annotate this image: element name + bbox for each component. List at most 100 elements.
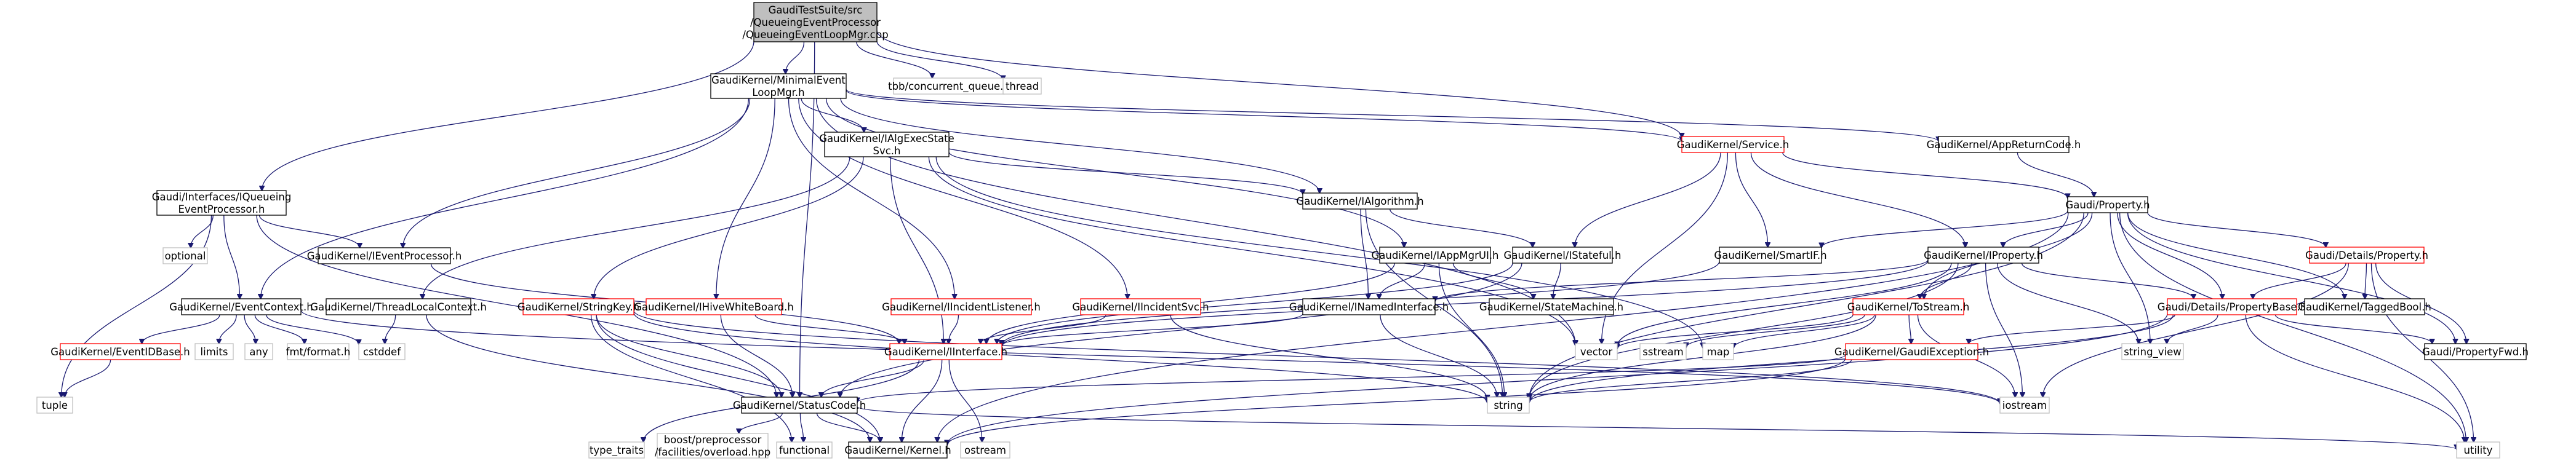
node-iinterface[interactable]: GaudiKernel/IInterface.h <box>884 343 1007 360</box>
node-tuple: tuple <box>36 397 73 414</box>
node-ialg[interactable]: GaudiKernel/IAlgorithm.h <box>1296 192 1424 210</box>
node-label-boostpp-line-1: /facilities/overload.hpp <box>655 446 770 458</box>
edge-iqueue-to-statuscode <box>256 215 777 397</box>
node-box-appret <box>1938 136 2070 153</box>
node-label-statemachine-line-0: GaudiKernel/StateMachine.h <box>1479 301 1623 313</box>
node-gaudiexc[interactable]: GaudiKernel/GaudiException.h <box>1834 343 1989 360</box>
edge-statuscode-to-boostpp <box>739 413 783 433</box>
node-propfwd[interactable]: Gaudi/PropertyFwd.h <box>2422 343 2529 360</box>
node-box-statemachine <box>1489 298 1614 315</box>
node-box-utility <box>2456 441 2500 459</box>
node-box-tlctx <box>326 298 471 315</box>
node-iinclistener[interactable]: GaudiKernel/IIncidentListener.h <box>882 298 1041 315</box>
node-box-taggedbool <box>2304 298 2425 315</box>
node-box-vector <box>1575 343 1618 360</box>
node-label-stringkey-line-0: GaudiKernel/StringKey.h <box>518 301 639 313</box>
node-ihive[interactable]: GaudiKernel/IHiveWhiteBoard.h <box>634 298 794 315</box>
edge-evidbase-to-tuple <box>65 359 111 397</box>
node-inamed[interactable]: GaudiKernel/INamedInterface.h <box>1289 298 1449 315</box>
node-label-iproperty-line-0: GaudiKernel/IProperty.h <box>1924 250 2043 261</box>
node-label-statuscode-line-0: GaudiKernel/StatusCode.h <box>733 400 866 411</box>
node-ievproc[interactable]: GaudiKernel/IEventProcessor.h <box>307 247 462 264</box>
node-iqueue[interactable]: Gaudi/Interfaces/IQueueingEventProcessor… <box>152 190 292 216</box>
edge-iproperty-to-propbase <box>2021 263 2194 299</box>
node-box-cstddef <box>358 343 406 360</box>
edge-service-to-smartif <box>1735 152 1767 247</box>
edge-gprop-to-taggedbool <box>2127 212 2345 299</box>
node-label-root-line-0: GaudiTestSuite/src <box>769 4 863 16</box>
edge-gprop-to-stringview <box>2110 212 2150 344</box>
node-label-service-line-0: GaudiKernel/Service.h <box>1677 139 1790 151</box>
edge-detailsprop-to-taggedbool <box>2365 263 2367 299</box>
node-thread: thread <box>1002 77 1042 95</box>
node-box-iappmgrui <box>1379 247 1491 264</box>
node-label-boostpp-line-0: boost/preprocessor <box>664 434 762 446</box>
node-label-propbase-line-0: Gaudi/Details/PropertyBase.h <box>2158 301 2306 313</box>
node-evidbase[interactable]: GaudiKernel/EventIDBase.h <box>50 343 190 360</box>
node-tlctx[interactable]: GaudiKernel/ThreadLocalContext.h <box>310 298 487 315</box>
edge-gprop-to-string <box>1529 212 2084 398</box>
node-statuscode[interactable]: GaudiKernel/StatusCode.h <box>733 397 866 414</box>
edge-minimal-to-ihive <box>716 98 775 299</box>
node-label-stringview-line-0: string_view <box>2124 346 2182 358</box>
node-utility: utility <box>2456 441 2500 459</box>
node-label-ievproc-line-0: GaudiKernel/IEventProcessor.h <box>307 250 462 262</box>
node-statemachine[interactable]: GaudiKernel/StateMachine.h <box>1479 298 1623 315</box>
node-label-kernel-line-0: GaudiKernel/Kernel.h <box>844 444 951 456</box>
node-label-istateful-line-0: GaudiKernel/IStateful.h <box>1504 250 1622 261</box>
node-label-propfwd-line-0: Gaudi/PropertyFwd.h <box>2422 346 2529 358</box>
node-boostpp: boost/preprocessor/facilities/overload.h… <box>655 433 770 459</box>
node-box-stringkey <box>522 298 634 315</box>
node-smartif[interactable]: GaudiKernel/SmartIF.h <box>1714 247 1827 264</box>
node-box-detailsprop <box>2309 247 2425 264</box>
node-string: string <box>1487 397 1530 414</box>
node-box-thread <box>1002 77 1042 95</box>
node-stringkey[interactable]: GaudiKernel/StringKey.h <box>518 298 639 315</box>
node-box-gprop <box>2067 196 2148 213</box>
edge-root-to-service <box>876 30 1682 138</box>
node-iincsvc[interactable]: GaudiKernel/IIncidentSvc.h <box>1072 298 1209 315</box>
edge-gaudiexc-to-statuscode <box>857 354 1846 402</box>
edge-iproperty-to-iostream <box>1985 263 2023 397</box>
edge-propbase-to-propfwd <box>2274 314 2432 344</box>
node-label-ialgexec-line-1: Svc.h <box>873 145 900 157</box>
node-label-ialgexec-line-0: GaudiKernel/IAlgExecState <box>819 133 954 144</box>
node-istateful[interactable]: GaudiKernel/IStateful.h <box>1504 247 1622 264</box>
node-appret[interactable]: GaudiKernel/AppReturnCode.h <box>1927 136 2081 153</box>
node-taggedbool[interactable]: GaudiKernel/TaggedBool.h <box>2298 298 2431 315</box>
node-tbb: tbb/concurrent_queue.h <box>888 77 1010 95</box>
edge-iproperty-to-vector <box>1617 263 1952 347</box>
edge-ialgexec-to-stringkey <box>594 156 864 299</box>
edge-iinterface-to-kernel <box>902 359 943 442</box>
node-root[interactable]: GaudiTestSuite/src/QueueingEventProcesso… <box>742 2 889 42</box>
edge-propbase-to-gaudiexc <box>1969 314 2175 344</box>
node-box-iincsvc <box>1080 298 1201 315</box>
edge-iinterface-to-ostream <box>948 359 982 442</box>
node-propbase[interactable]: Gaudi/Details/PropertyBase.h <box>2158 298 2306 315</box>
node-label-tbb-line-0: tbb/concurrent_queue.h <box>888 81 1010 93</box>
node-kernel[interactable]: GaudiKernel/Kernel.h <box>844 441 951 459</box>
node-tostream[interactable]: GaudiKernel/ToStream.h <box>1847 298 1970 315</box>
edge-ialg-to-inamed <box>1360 208 1368 299</box>
node-iproperty[interactable]: GaudiKernel/IProperty.h <box>1924 247 2043 264</box>
node-gprop[interactable]: Gaudi/Property.h <box>2065 196 2150 213</box>
node-box-propfwd <box>2424 343 2527 360</box>
edge-ihive-to-iinterface <box>754 314 905 344</box>
node-label-tostream-line-0: GaudiKernel/ToStream.h <box>1847 301 1970 313</box>
edge-statuscode-to-kernel <box>816 413 881 442</box>
edge-tostream-to-map <box>1734 314 1875 348</box>
edge-minimal-to-iincsvc <box>798 98 1127 299</box>
node-box-stringview <box>2121 343 2184 360</box>
node-label-tlctx-line-0: GaudiKernel/ThreadLocalContext.h <box>310 301 487 313</box>
node-limits: limits <box>194 343 234 360</box>
node-vector: vector <box>1575 343 1618 360</box>
node-evctx[interactable]: GaudiKernel/EventContext.h <box>169 298 313 315</box>
node-label-inamed-line-0: GaudiKernel/INamedInterface.h <box>1289 301 1449 313</box>
node-detailsprop[interactable]: Gaudi/Details/Property.h <box>2305 247 2428 264</box>
node-iappmgrui[interactable]: GaudiKernel/IAppMgrUI.h <box>1371 247 1499 264</box>
edge-evctx-to-iostream <box>300 310 2000 403</box>
node-service[interactable]: GaudiKernel/Service.h <box>1677 136 1790 153</box>
edge-minimal-to-ialgexec <box>801 98 864 132</box>
